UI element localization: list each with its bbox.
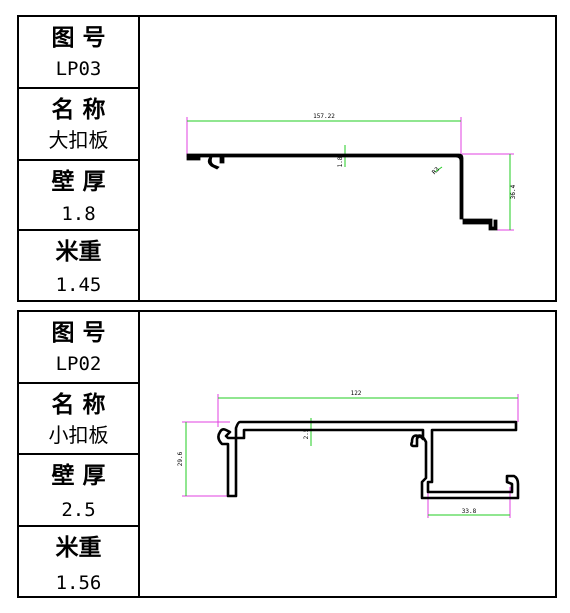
figure-number-cell: 图 号 LP02 <box>19 312 138 384</box>
length-dimension: 157.22 <box>313 113 335 120</box>
figure-number-label: 图 号 <box>51 319 106 346</box>
radius-leader <box>434 166 443 173</box>
thickness-dimension: 1.8 <box>337 156 344 167</box>
height-dimension: 36.4 <box>510 184 517 199</box>
length-dimension: 122 <box>351 390 362 397</box>
meter-weight-label: 米重 <box>55 534 102 561</box>
wall-thickness-value: 1.8 <box>61 203 96 225</box>
name-label: 名 称 <box>51 391 106 418</box>
name-label: 名 称 <box>51 96 106 123</box>
profile-outline <box>186 153 498 231</box>
figure-number-cell: 图 号 LP03 <box>19 17 138 89</box>
meter-weight-cell: 米重 1.56 <box>19 527 138 596</box>
profile-svg-lp03: 157.22 1.8 R3 36.4 <box>186 113 517 231</box>
name-cell: 名 称 小扣板 <box>19 384 138 455</box>
name-cell: 名 称 大扣板 <box>19 89 138 161</box>
figure-number-value: LP03 <box>55 58 102 80</box>
wall-thickness-cell: 壁 厚 2.5 <box>19 455 138 527</box>
meter-weight-value: 1.56 <box>55 572 102 594</box>
wall-thickness-value: 2.5 <box>61 499 96 521</box>
spec-column: 图 号 LP02 名 称 小扣板 壁 厚 2.5 米重 1.56 <box>19 312 140 596</box>
profile-card-lp02: 图 号 LP02 名 称 小扣板 壁 厚 2.5 米重 1.56 <box>17 310 557 598</box>
figure-number-value: LP02 <box>55 353 102 375</box>
name-value: 小扣板 <box>48 423 109 447</box>
thickness-dimension: 2.5 <box>303 428 310 439</box>
figure-number-label: 图 号 <box>51 24 106 51</box>
name-value: 大扣板 <box>48 128 109 152</box>
profile-drawing-lp02: 122 2.5 29.6 33.8 <box>140 312 555 596</box>
profile-card-lp03: 图 号 LP03 名 称 大扣板 壁 厚 1.8 米重 1.45 <box>17 15 557 302</box>
profile-svg-lp02: 122 2.5 29.6 33.8 <box>177 390 520 518</box>
radius-dimension: R3 <box>431 166 441 176</box>
meter-weight-value: 1.45 <box>55 274 102 296</box>
spec-column: 图 号 LP03 名 称 大扣板 壁 厚 1.8 米重 1.45 <box>19 17 140 300</box>
profile-drawing-lp03: 157.22 1.8 R3 36.4 <box>140 17 555 300</box>
wall-thickness-label: 壁 厚 <box>51 168 106 195</box>
profile-outline <box>217 420 520 500</box>
height-dimension: 29.6 <box>177 451 184 466</box>
wall-thickness-cell: 壁 厚 1.8 <box>19 161 138 231</box>
foot-dimension: 33.8 <box>462 508 477 515</box>
meter-weight-cell: 米重 1.45 <box>19 231 138 300</box>
meter-weight-label: 米重 <box>55 238 102 265</box>
wall-thickness-label: 壁 厚 <box>51 462 106 489</box>
